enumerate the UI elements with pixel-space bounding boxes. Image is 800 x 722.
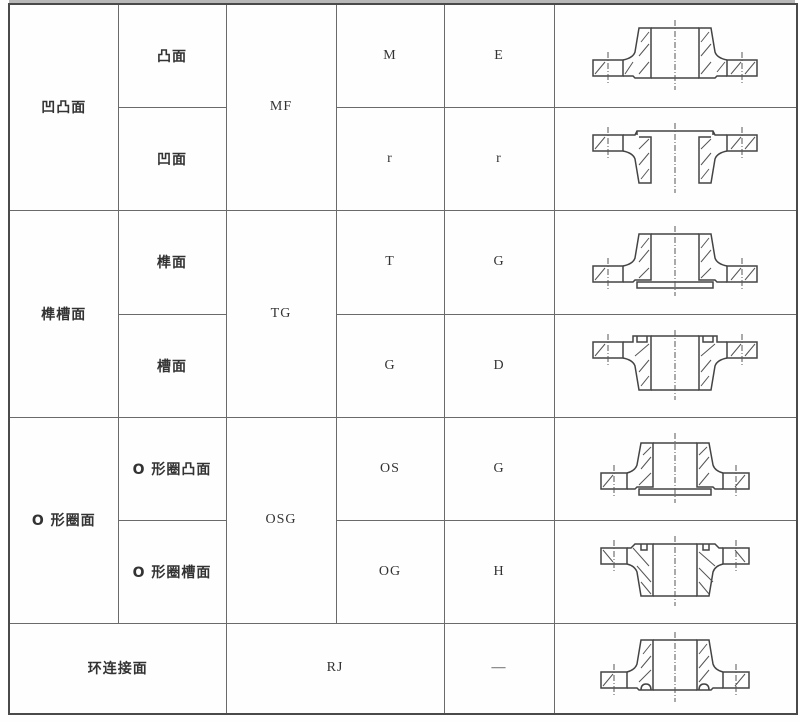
flange-drawing-raised: [592, 19, 758, 90]
top-border-shade: [9, 0, 795, 3]
symbol-cell: r: [335, 106, 445, 211]
flange-drawing-recessed: [592, 122, 758, 193]
symbol-cell-2: r: [443, 106, 555, 211]
tongue-face-flange-icon: [553, 209, 798, 315]
flange-drawing-o-ring-raised: [600, 432, 750, 503]
recessed-face-flange-icon: [553, 106, 798, 211]
sub-type-cell: 槽面: [117, 313, 227, 418]
raised-face-flange-icon: [553, 3, 798, 108]
code-cell: TG: [225, 209, 337, 418]
table-row: 凹凸面 凸面 MF M E: [8, 3, 798, 211]
flange-facing-table: 凹凸面 凸面 MF M E 凹面 r r: [8, 3, 798, 715]
flange-drawing-ring-joint: [600, 632, 750, 703]
table-row: O 形圈槽面 OG H: [9, 519, 798, 624]
type-name-cell: 凹凸面: [8, 3, 119, 211]
flange-drawing-groove: [592, 329, 758, 400]
ring-joint-face-flange-icon: [553, 622, 798, 715]
symbol-cell-2: —: [443, 622, 555, 715]
symbol-cell: G: [335, 313, 445, 418]
table-row: O 形圈面 O 形圈凸面 OSG OS G: [8, 416, 798, 624]
type-name-cell: O 形圈面: [8, 416, 119, 624]
o-ring-raised-face-flange-icon: [553, 416, 798, 521]
symbol-cell: T: [335, 209, 445, 315]
flange-drawing-tongue: [592, 226, 758, 296]
sub-type-cell: 凸面: [117, 3, 227, 108]
o-ring-groove-face-flange-icon: [553, 519, 798, 624]
symbol-cell: M: [335, 3, 445, 108]
symbol-cell: OS: [335, 416, 445, 521]
symbol-cell-2: G: [443, 416, 555, 521]
code-cell: OSG: [225, 416, 337, 624]
symbol-cell-2: E: [443, 3, 555, 108]
symbol-cell: OG: [335, 519, 445, 624]
symbol-cell-2: G: [443, 209, 555, 315]
sub-type-cell: 榫面: [117, 209, 227, 315]
sub-type-cell: O 形圈凸面: [117, 416, 227, 521]
groove-face-flange-icon: [553, 313, 798, 418]
flange-drawing-o-ring-groove: [600, 535, 750, 606]
type-name-cell: 榫槽面: [8, 209, 119, 418]
code-cell: RJ: [225, 622, 445, 715]
table-row: 凹面 r r: [9, 106, 798, 211]
symbol-cell-2: D: [443, 313, 555, 418]
sub-type-cell: 凹面: [117, 106, 227, 211]
table-row: 榫槽面 榫面 TG T G: [8, 209, 798, 418]
symbol-cell-2: H: [443, 519, 555, 624]
table-row: 槽面 G D: [9, 313, 798, 418]
code-cell: MF: [225, 3, 337, 211]
type-name-cell: 环连接面: [8, 622, 227, 715]
table-row: 环连接面 RJ —: [8, 622, 798, 715]
sub-type-cell: O 形圈槽面: [117, 519, 227, 624]
